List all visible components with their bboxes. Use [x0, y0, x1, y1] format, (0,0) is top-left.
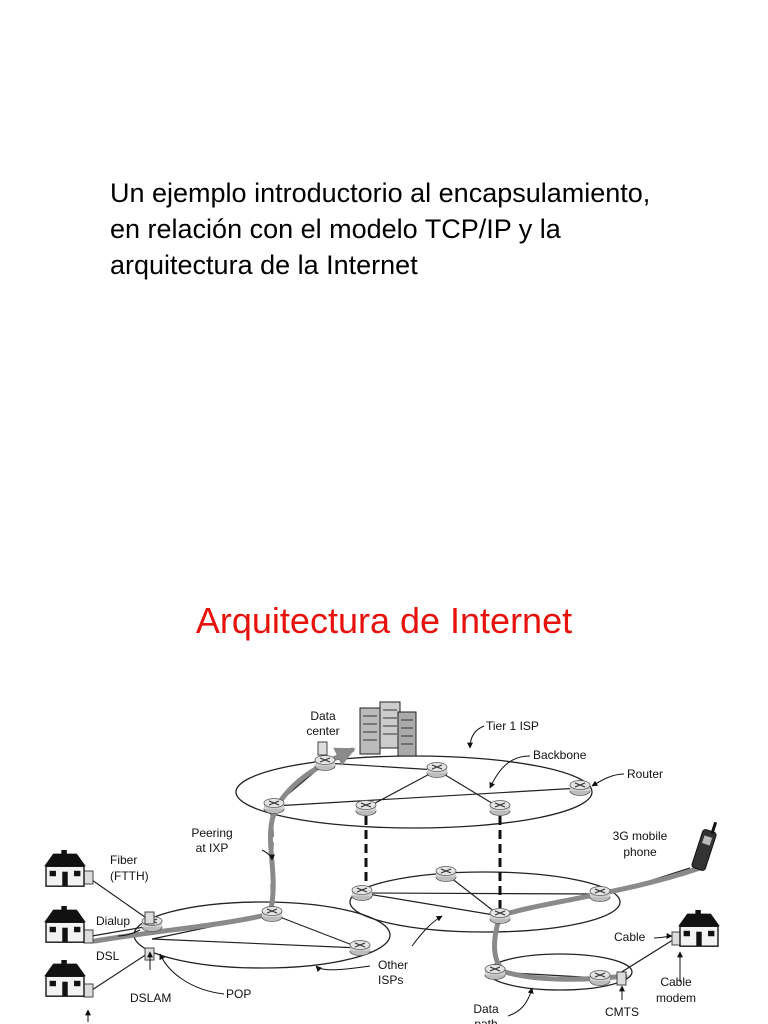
- label-mobile: 3G mobile: [613, 829, 668, 843]
- router-icon: [484, 964, 506, 980]
- label-other-isps: ISPs: [378, 973, 403, 987]
- router-icon: [569, 780, 591, 796]
- router-icon: [355, 800, 377, 816]
- intro-line: en relación con el modelo TCP/IP y la: [110, 214, 561, 244]
- router-icon: [489, 908, 511, 924]
- modem-icon: [83, 929, 94, 944]
- router-icon: [263, 798, 285, 814]
- router-icon: [314, 755, 336, 771]
- router-icon: [351, 885, 373, 901]
- data-path: [92, 747, 703, 982]
- label-fiber: Fiber: [110, 853, 137, 867]
- label-dialup: Dialup: [96, 914, 130, 928]
- label-cmts: CMTS: [605, 1005, 639, 1019]
- label-peering: at IXP: [196, 841, 229, 855]
- label-data-center: center: [306, 724, 339, 738]
- label-other-isps: Other: [378, 958, 408, 972]
- server-rack-icon: [359, 701, 417, 757]
- access-lines: [91, 747, 691, 991]
- router-icon: [489, 800, 511, 816]
- label-pointers: [85, 725, 683, 1022]
- internet-architecture-diagram: Data center Tier 1 ISP Backbone Router P…: [43, 701, 721, 1024]
- section-title: Arquitectura de Internet: [195, 600, 573, 641]
- router-icon: [261, 906, 283, 922]
- label-peering: Peering: [191, 826, 232, 840]
- intro-line: Un ejemplo introductorio al encapsulamie…: [110, 178, 651, 208]
- label-dsl: DSL: [96, 949, 120, 963]
- label-dslam: DSLAM: [130, 991, 171, 1005]
- house-icon: [43, 906, 87, 943]
- diagram-labels: Data center Tier 1 ISP Backbone Router P…: [96, 709, 696, 1024]
- label-cable-modem: modem: [656, 991, 696, 1005]
- label-data-path: path: [474, 1017, 497, 1024]
- cmts-icon: [616, 971, 627, 986]
- label-cable-modem: Cable: [660, 975, 692, 989]
- label-data-center: Data: [310, 709, 336, 723]
- modem-icon: [83, 870, 94, 885]
- intro-line: arquitectura de la Internet: [110, 250, 418, 280]
- modem-icon: [83, 983, 94, 998]
- router-icon: [435, 866, 457, 882]
- house-icon: [43, 850, 87, 887]
- dslam-icon: [144, 911, 155, 925]
- intro-text: Un ejemplo introductorio al encapsulamie…: [110, 175, 750, 283]
- label-cable: Cable: [614, 930, 646, 944]
- router-icon: [589, 886, 611, 902]
- router-icon: [426, 762, 448, 778]
- label-pop: POP: [226, 987, 251, 1001]
- switch-icon: [317, 741, 328, 756]
- router-icon: [349, 940, 371, 956]
- label-fiber: (FTTH): [110, 869, 149, 883]
- label-backbone: Backbone: [533, 748, 587, 762]
- mobile-phone-icon: [691, 821, 718, 871]
- house-icon: [43, 960, 87, 997]
- label-router: Router: [627, 767, 663, 781]
- house-icon: [677, 910, 721, 947]
- mid-isp-ring: [349, 871, 621, 933]
- label-data-path: Data: [473, 1002, 499, 1016]
- label-mobile: phone: [623, 845, 657, 859]
- label-tier1: Tier 1 ISP: [486, 719, 539, 733]
- router-icon: [589, 970, 611, 986]
